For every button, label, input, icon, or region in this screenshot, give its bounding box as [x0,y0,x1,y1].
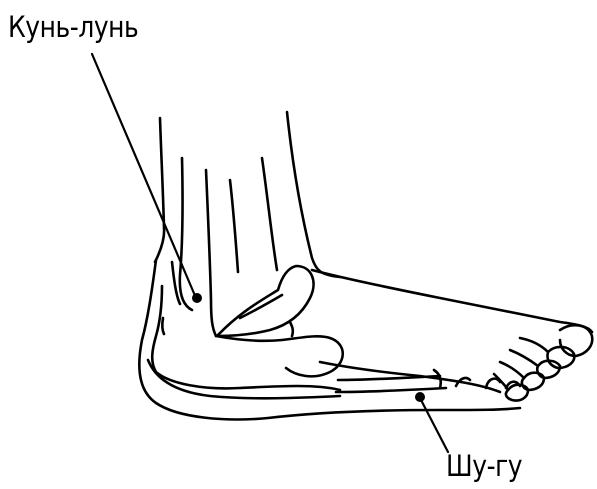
achilles-tendon-line [180,158,192,310]
sole-stripe-lower [336,388,446,392]
heel-inner-outline [152,286,340,390]
heel-top-curve [216,336,343,376]
shugu-point [415,392,425,402]
shugu-label: Шу-гу [446,452,522,481]
instep-line [312,270,592,332]
metatarsal-bump-2 [486,379,500,388]
sole-stripe-upper [338,376,440,380]
malleolus-outline [218,266,314,336]
kunlun-label: Кунь-лунь [8,13,138,42]
leg-inner-line-1 [206,170,216,336]
heel-pad [148,360,340,398]
kunlun-leader-line [92,54,196,298]
leg-outline-left [155,118,164,262]
leg-inner-line-2 [230,180,238,272]
ankle-tick-2 [290,322,293,336]
kunlun-point [192,293,202,303]
big-toe [560,325,592,356]
leg-outline-right [287,112,340,277]
malleolus-inner [240,295,282,318]
toe-2 [547,347,574,368]
shugu-leader-line [420,398,448,452]
toe-5 [506,385,528,401]
ankle-tick-1 [162,318,164,334]
leg-inner-line-3 [262,158,277,270]
